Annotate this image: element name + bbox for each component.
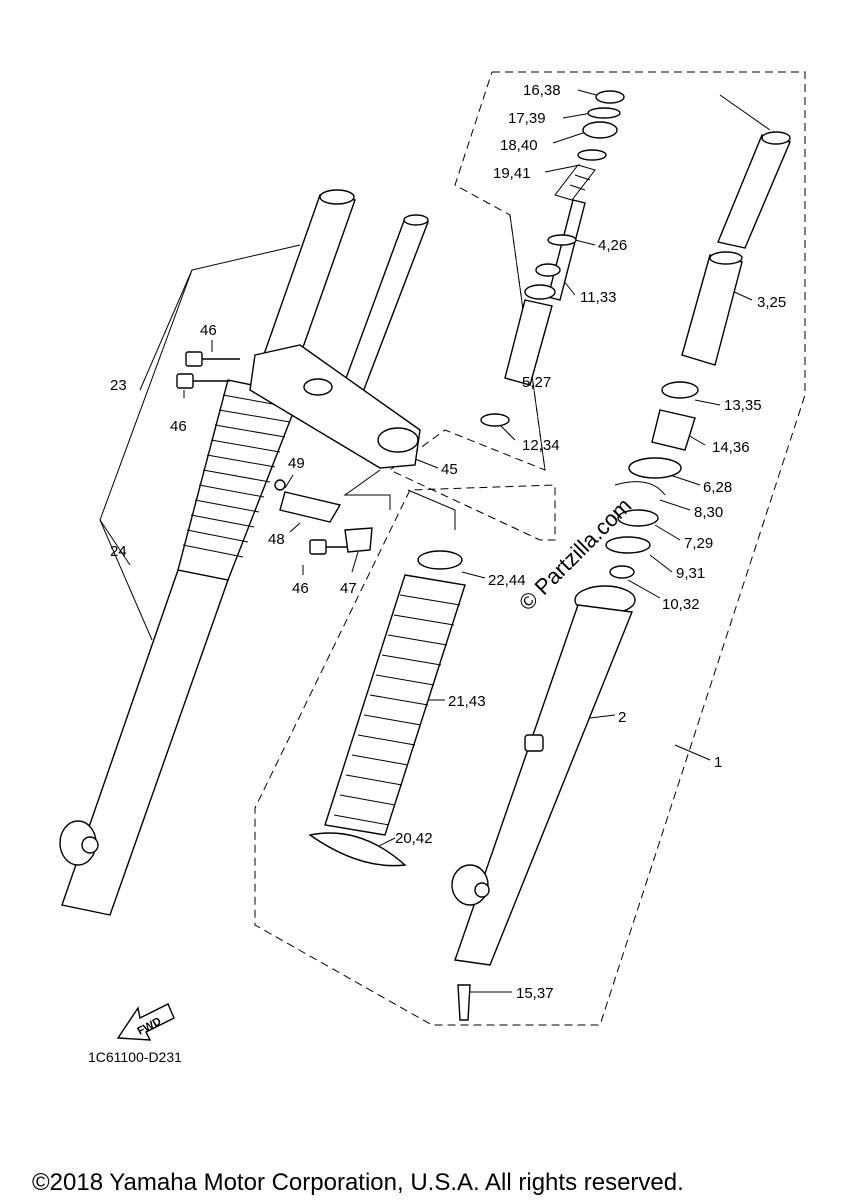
label-47: 47 — [340, 580, 357, 597]
left-fork-boot — [177, 379, 301, 581]
fwd-arrow-icon: FWD — [116, 1003, 175, 1041]
label-45: 45 — [441, 461, 458, 478]
cartridge-parts — [480, 90, 699, 579]
lower-triple-clamp — [249, 344, 421, 469]
label-22-44: 22,44 — [488, 572, 526, 589]
label-15-37: 15,37 — [516, 985, 554, 1002]
bolts-and-brackets — [176, 351, 373, 555]
diagram-code: 1C61100-D231 — [88, 1049, 182, 1065]
right-outer-tube — [451, 585, 636, 1021]
label-46-mid: 46 — [170, 418, 187, 435]
left-fork-outer-tube — [59, 189, 356, 916]
label-8-30: 8,30 — [694, 504, 723, 521]
label-48: 48 — [268, 531, 285, 548]
label-46-top: 46 — [200, 322, 217, 339]
label-4-26: 4,26 — [598, 237, 627, 254]
label-23: 23 — [110, 377, 127, 394]
steering-stem — [337, 214, 429, 406]
label-13-35: 13,35 — [724, 397, 762, 414]
label-19-41: 19,41 — [493, 165, 531, 182]
label-16-38: 16,38 — [523, 82, 561, 99]
label-12-34: 12,34 — [522, 437, 560, 454]
label-20-42: 20,42 — [395, 830, 433, 847]
label-11-33: 11,33 — [580, 289, 616, 306]
dashed-enclosures — [254, 71, 806, 1026]
label-46-low: 46 — [292, 580, 309, 597]
middle-boot — [308, 550, 466, 867]
label-24: 24 — [110, 543, 127, 560]
label-21-43: 21,43 — [448, 693, 486, 710]
label-10-32: 10,32 — [662, 596, 700, 613]
label-1: 1 — [714, 754, 722, 771]
label-49: 49 — [288, 455, 305, 472]
label-14-36: 14,36 — [712, 439, 750, 456]
label-5-27: 5,27 — [522, 374, 551, 391]
part-labels: 16,38 17,39 18,40 19,41 4,26 11,33 3,25 … — [110, 82, 786, 1002]
label-9-31: 9,31 — [676, 565, 705, 582]
label-7-29: 7,29 — [684, 535, 713, 552]
right-inner-tube — [681, 131, 791, 366]
label-17-39: 17,39 — [508, 110, 546, 127]
label-6-28: 6,28 — [703, 479, 732, 496]
label-18-40: 18,40 — [500, 137, 538, 154]
label-2: 2 — [618, 709, 626, 726]
copyright-notice: ©2018 Yamaha Motor Corporation, U.S.A. A… — [32, 1169, 684, 1196]
label-3-25: 3,25 — [757, 294, 786, 311]
